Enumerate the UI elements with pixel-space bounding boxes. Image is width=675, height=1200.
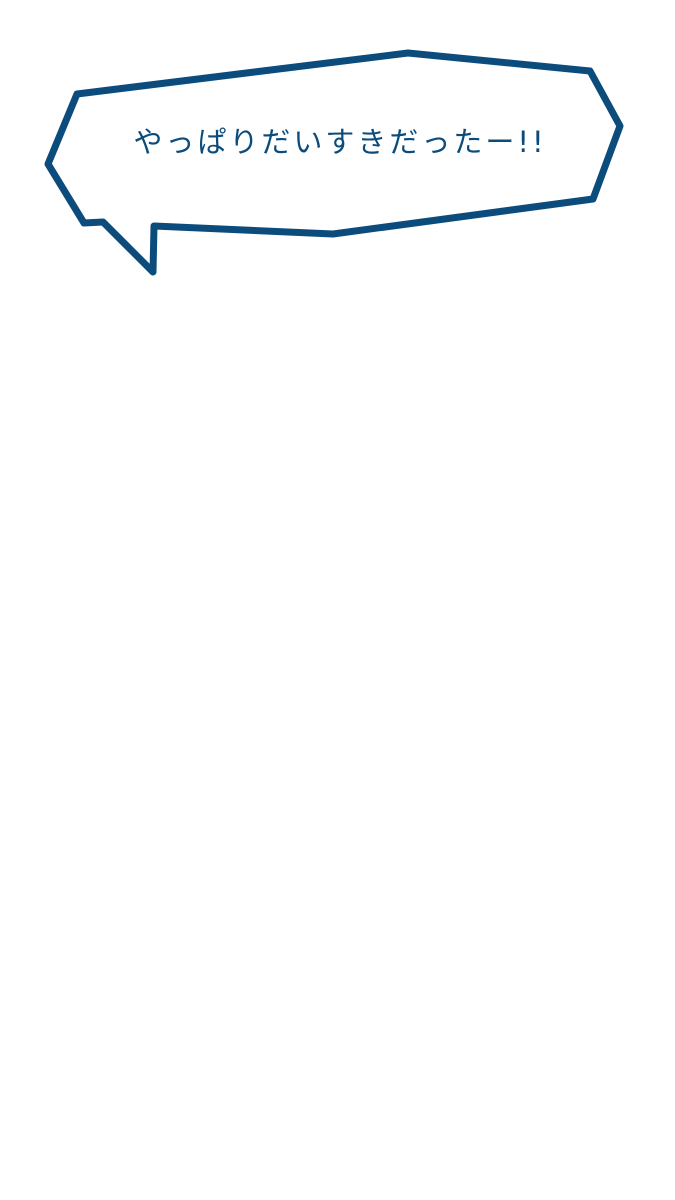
speech-bubble bbox=[44, 49, 624, 276]
speech-bubble-text: やっぱりだいすきだったー!! bbox=[133, 125, 547, 159]
speech-bubble-outline bbox=[44, 49, 624, 276]
